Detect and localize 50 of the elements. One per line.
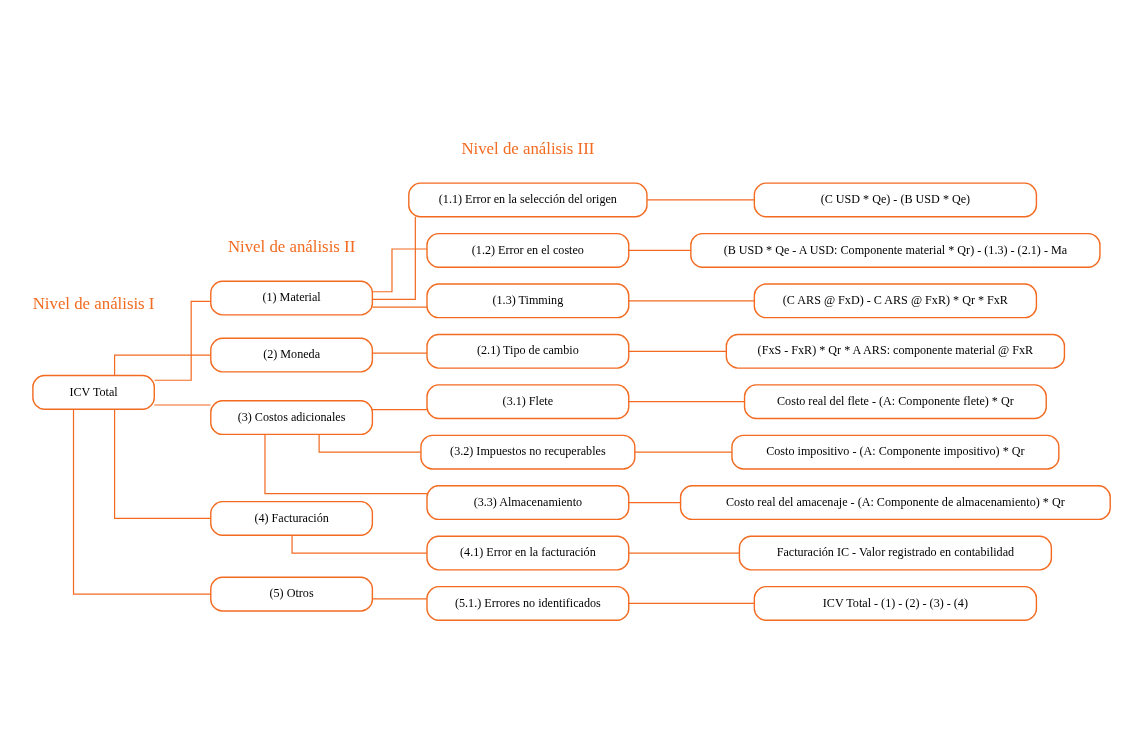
node-box: (FxS - FxR) * Qr * A ARS: componente material @ FxR <box>725 333 1066 369</box>
connector <box>371 248 428 293</box>
node-box: (5.1.) Errores no identificados <box>426 585 630 621</box>
connector <box>628 401 745 403</box>
node-box: (1.2) Error en el costeo <box>426 232 630 268</box>
node-box: Costo real del flete - (A: Componente flete) * Qr <box>743 384 1047 420</box>
label: Nivel de análisis II <box>227 236 356 256</box>
node-box: (2.1) Tipo de cambio <box>426 333 630 369</box>
connector <box>371 598 428 600</box>
connector <box>628 350 727 352</box>
node-box: (C ARS @ FxD) - C ARS @ FxR) * Qr * FxR <box>753 283 1038 319</box>
node-box: (3.2) Impuestos no recuperables <box>420 434 636 470</box>
node-box: (4.1) Error en la facturación <box>426 535 630 571</box>
connector <box>264 433 428 495</box>
node-box: (C USD * Qe) - (B USD * Qe) <box>753 182 1038 218</box>
node-box: ICV Total <box>32 374 155 410</box>
node-box: (1) Material <box>210 280 374 316</box>
connector <box>114 354 212 377</box>
node-box: (1.1) Error en la selección del origen <box>408 182 648 218</box>
connector <box>371 409 428 411</box>
connector <box>628 501 682 504</box>
connector <box>153 404 212 406</box>
connector <box>291 534 428 554</box>
connector <box>628 602 755 605</box>
connector <box>318 433 422 453</box>
connector <box>153 300 212 381</box>
node-box: Facturación IC - Valor registrado en contabilidad <box>738 535 1053 571</box>
node-box: Costo real del amacenaje - (A: Componente de almacenamiento) * Qr <box>679 485 1111 521</box>
node-box: ICV Total - (1) - (2) - (3) - (4) <box>753 585 1038 621</box>
connector <box>371 306 428 308</box>
node-box: (1.3) Timming <box>426 283 630 319</box>
node-box: (4) Facturación <box>210 500 374 536</box>
node-box: Costo impositivo - (A: Componente impositivo) * Qr <box>731 434 1060 470</box>
connector <box>72 408 212 595</box>
connector <box>371 216 416 301</box>
label: Nivel de análisis I <box>32 293 155 313</box>
connector <box>628 249 692 252</box>
label: Nivel de análisis III <box>461 138 595 158</box>
connector <box>371 352 428 354</box>
connector <box>646 199 755 201</box>
node-box: (3.1) Flete <box>426 384 630 420</box>
node-box: (3) Costos adicionales <box>210 400 374 436</box>
node-box: (3.3) Almacenamiento <box>426 485 630 521</box>
node-box: (5) Otros <box>210 576 374 612</box>
node-box: (B USD * Qe - A USD: Componente material * Qr) - (1.3) - (2.1) - Ma <box>690 232 1101 268</box>
node-box: (2) Moneda <box>210 337 374 373</box>
connector <box>634 451 733 453</box>
connector <box>114 408 212 520</box>
connector <box>628 552 740 554</box>
connector <box>628 300 755 302</box>
